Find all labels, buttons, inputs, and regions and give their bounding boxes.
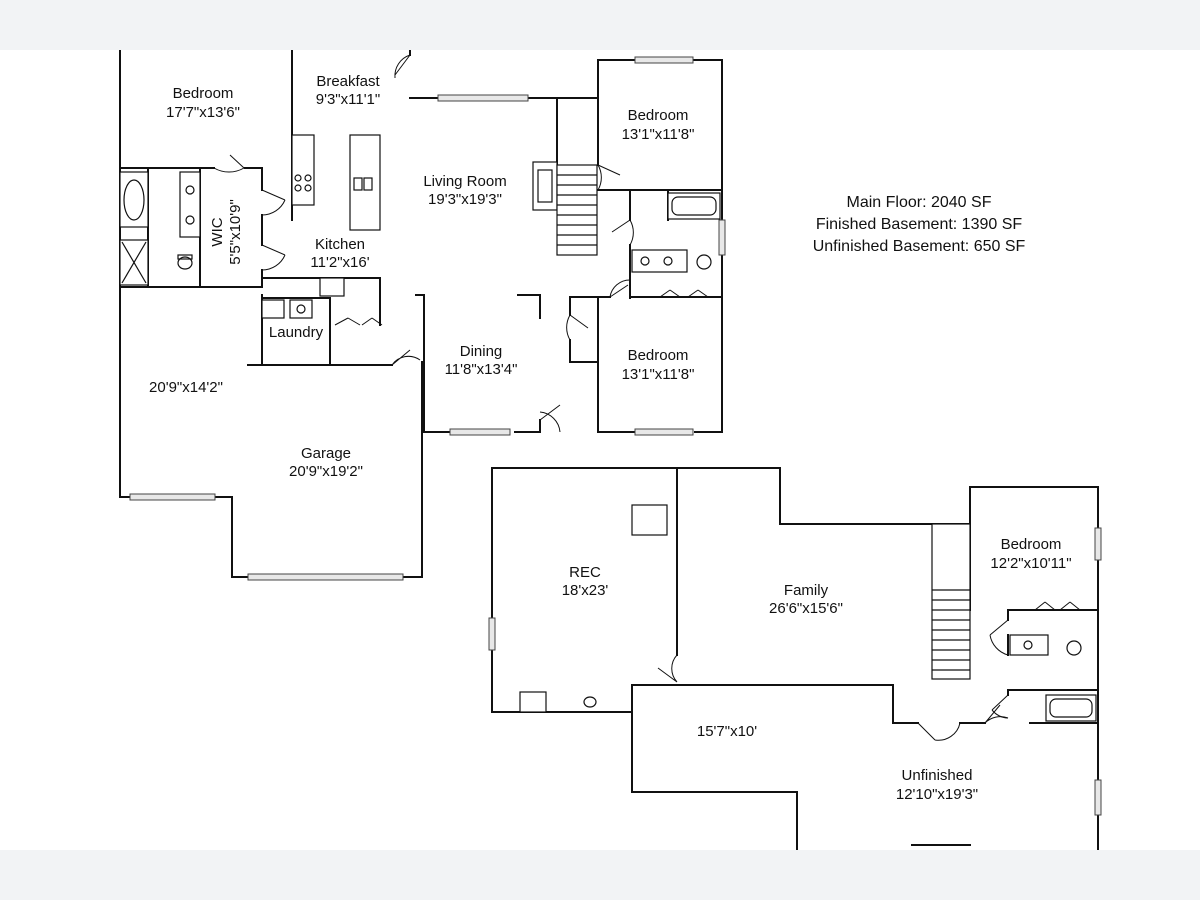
basement-walls xyxy=(491,467,1099,850)
basement-doors xyxy=(657,601,1081,741)
basement-fixtures xyxy=(519,504,1097,722)
dining-name: Dining xyxy=(460,343,503,360)
bedroom-se-name: Bedroom xyxy=(628,347,689,364)
basement-windows xyxy=(488,527,1102,816)
bedroom-ne-name: Bedroom xyxy=(628,107,689,124)
basement-bedroom-name: Bedroom xyxy=(1001,536,1062,553)
storage-dim: 15'7"x10' xyxy=(697,723,757,740)
floor-plan-drawing: Bedroom 17'7"x13'6" Breakfast 9'3"x11'1"… xyxy=(119,50,1102,850)
summary-main-floor: Main Floor: 2040 SF xyxy=(847,194,992,211)
breakfast-dim: 9'3"x11'1" xyxy=(316,91,380,108)
garage-name: Garage xyxy=(301,445,351,462)
unfinished-dim: 12'10"x19'3" xyxy=(896,786,978,803)
main-floor-fixtures xyxy=(119,134,721,319)
unfinished-name: Unfinished xyxy=(902,767,973,784)
wic-dim: 5'5"x10'9" xyxy=(227,199,244,265)
family-name: Family xyxy=(784,582,829,599)
master-bedroom-name: Bedroom xyxy=(173,85,234,102)
summary-unfinished-basement: Unfinished Basement: 650 SF xyxy=(813,238,1026,255)
rec-name: REC xyxy=(569,564,601,581)
kitchen-dim: 11'2"x16' xyxy=(310,254,369,271)
living-room-name: Living Room xyxy=(423,173,506,190)
laundry-name: Laundry xyxy=(269,324,324,341)
floor-plan-sheet: Bedroom 17'7"x13'6" Breakfast 9'3"x11'1"… xyxy=(0,50,1200,850)
garage-dim: 20'9"x19'2" xyxy=(289,463,363,480)
living-room-dim: 19'3"x19'3" xyxy=(428,191,502,208)
basement-bedroom-dim: 12'2"x10'11" xyxy=(990,555,1071,572)
bedroom-ne-dim: 13'1"x11'8" xyxy=(622,126,695,143)
main-floor-windows xyxy=(129,56,726,581)
master-bedroom-dim: 17'7"x13'6" xyxy=(166,104,240,121)
bedroom-se-dim: 13'1"x11'8" xyxy=(622,366,695,383)
breakfast-name: Breakfast xyxy=(316,73,380,90)
kitchen-name: Kitchen xyxy=(315,236,365,253)
rec-dim: 18'x23' xyxy=(562,582,609,599)
dining-dim: 11'8"x13'4" xyxy=(445,361,518,378)
family-dim: 26'6"x15'6" xyxy=(769,600,843,617)
wic-name: WIC xyxy=(209,217,226,246)
summary-finished-basement: Finished Basement: 1390 SF xyxy=(816,216,1023,233)
main-floor-doors xyxy=(213,54,709,433)
garage-bay-dim: 20'9"x14'2" xyxy=(149,379,223,396)
